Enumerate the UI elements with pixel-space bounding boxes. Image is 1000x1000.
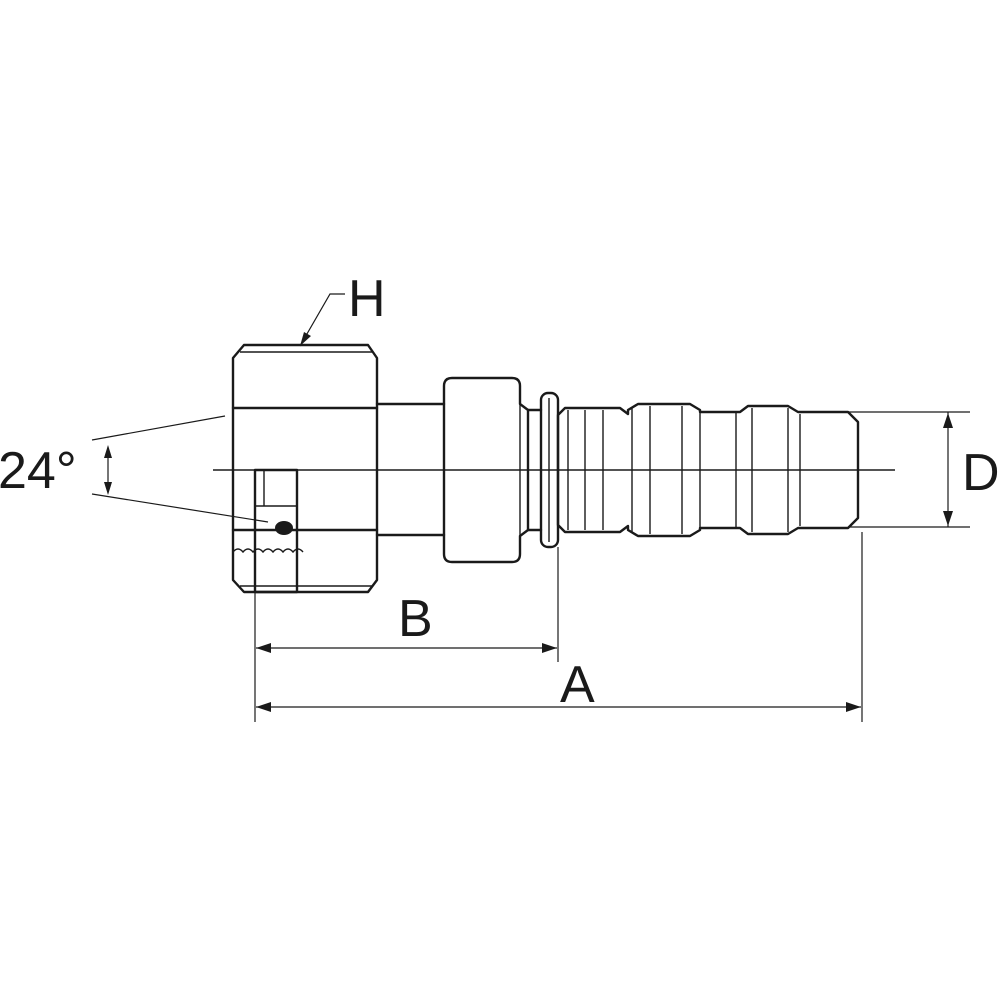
label-a: A (560, 656, 595, 714)
hose-tail (556, 402, 860, 538)
label-d: D (962, 444, 1000, 502)
label-h: H (348, 270, 386, 328)
diameter-dimension (848, 411, 970, 528)
neck (375, 402, 446, 537)
label-angle: 24° (0, 442, 77, 500)
angle-dimension (91, 415, 269, 523)
label-b: B (398, 590, 433, 648)
collar (442, 376, 530, 564)
nut-section (232, 468, 304, 594)
hex-leader (299, 293, 345, 347)
length-a-dimension (256, 532, 863, 722)
o-ring-icon (275, 521, 293, 535)
length-b-dimension (254, 547, 559, 722)
